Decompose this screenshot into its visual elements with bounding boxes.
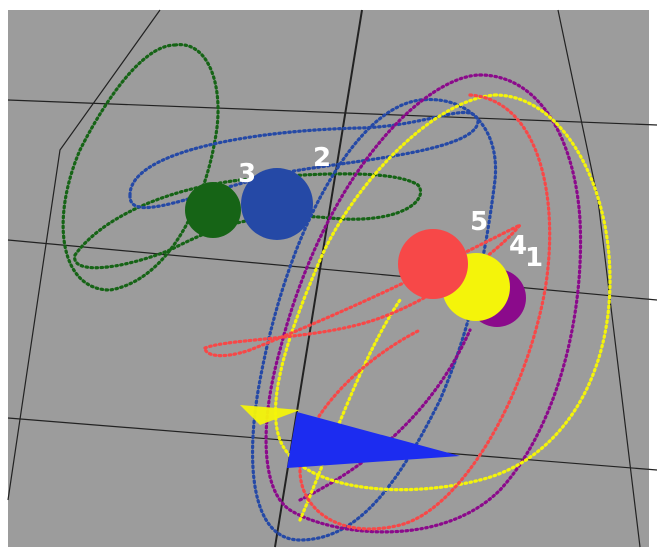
body-3[interactable] [185,182,241,238]
orbit-4 [273,93,612,522]
body-label-5: 5 [470,207,488,237]
body-2[interactable] [241,168,313,240]
body-label-4: 4 [509,231,527,261]
blue-marker-wedge [287,412,460,468]
body-label-2: 2 [313,143,331,173]
grid-line [7,239,657,301]
grid-line [7,9,161,501]
yellow-marker-wedge [240,405,300,425]
body-5[interactable] [398,229,468,299]
body-label-3: 3 [238,159,256,189]
body-label-1: 1 [525,243,543,273]
scene-background [8,10,649,547]
orbit-1 [264,73,583,534]
grid-line [7,99,657,126]
